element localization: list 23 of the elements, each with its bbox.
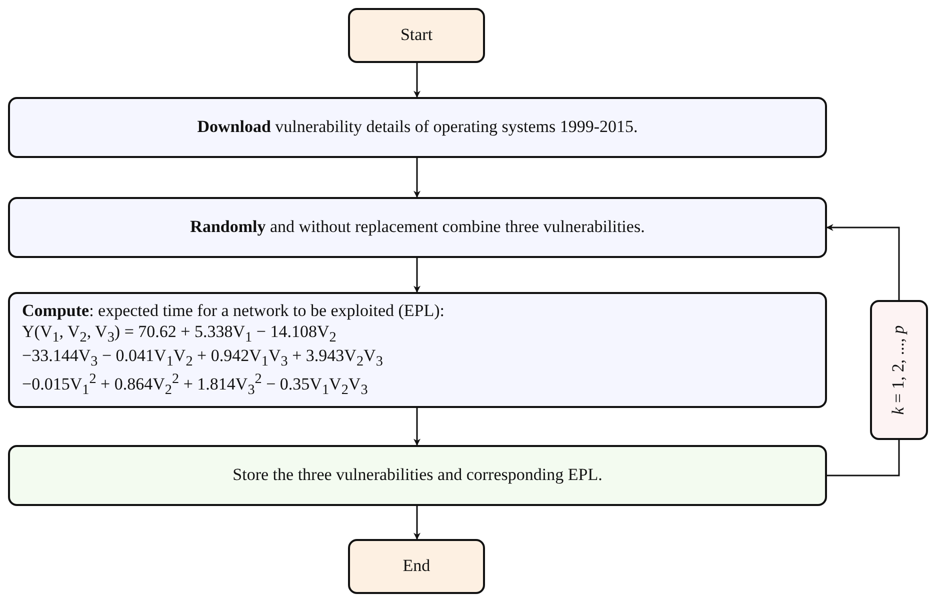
connector-arrow <box>414 63 420 98</box>
step-text: Randomly and without replacement combine three vulnerabilities. <box>190 216 645 238</box>
formula-line: −0.015V$_{1}$$^{2}$ + 0.864V$_{2}$$^{2}$ + 1.814V$_{3}$$^{2}$ − 0.35V$_{1}$V$_{2}$V$_{3}$ <box>22 370 368 399</box>
process-box <box>8 292 827 408</box>
connector-arrow <box>414 258 420 293</box>
step-text: Download vulnerability details of operating systems 1999-2015. <box>197 116 638 138</box>
process-box <box>8 445 827 506</box>
formula-line: −33.144V$_{3}$ − 0.041V$_{1}$V$_{2}$ + 0.942V$_{1}$V$_{3}$ + 3.943V$_{2}$V$_{3}$ <box>22 346 383 371</box>
step-text: End <box>402 555 430 578</box>
step-text: Compute: expected time for a network to be exploited (EPL): <box>22 301 445 322</box>
step-text: Store the three vulnerabilities and corresponding EPL. <box>232 464 602 486</box>
loop-counter-box <box>870 300 928 440</box>
connector-arrow <box>826 224 900 300</box>
start-terminal <box>348 8 485 63</box>
end-terminal <box>348 539 485 594</box>
step-text: Start <box>400 24 433 46</box>
process-box <box>8 97 827 158</box>
connector-arrow <box>414 506 420 540</box>
loop-label: k = 1, 2, ..., p <box>888 325 909 415</box>
connector-arrow <box>414 158 420 198</box>
formula-line: Y(V$_{1}$, V$_{2}$, V$_{3}$) = 70.62 + 5.338V$_{1}$ − 14.108V$_{2}$ <box>22 322 336 346</box>
process-box <box>8 197 827 258</box>
connector-arrow <box>414 408 420 446</box>
